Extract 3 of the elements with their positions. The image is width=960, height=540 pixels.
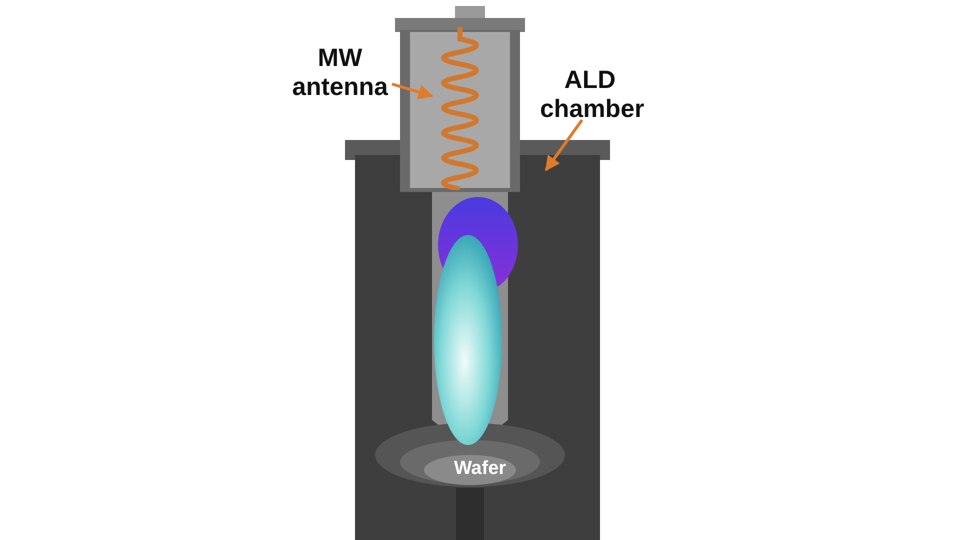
leader-line [544, 119, 584, 172]
part-label: Wafer [452, 458, 508, 480]
callout-label: MW antenna [292, 44, 388, 106]
